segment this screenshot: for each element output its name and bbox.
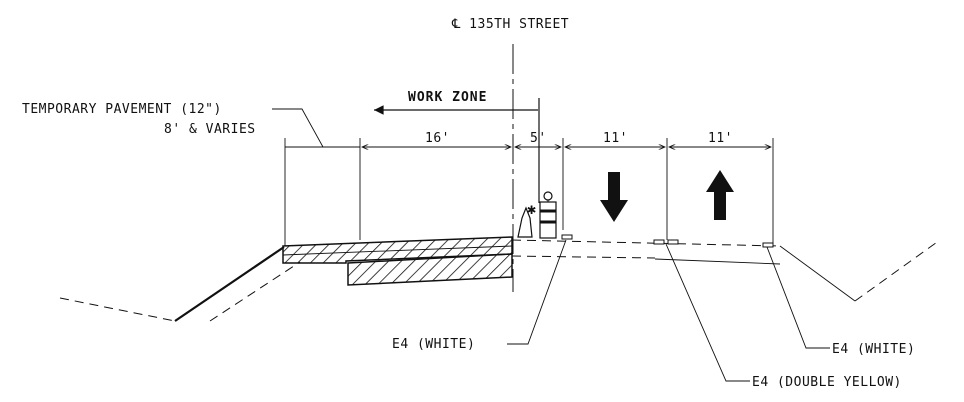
left-ground-existing <box>59 297 176 322</box>
left-slope-existing <box>209 261 301 322</box>
e4-white-right-label: E4 (WHITE) <box>832 342 915 357</box>
dim-11-right-label: 11' <box>708 131 733 146</box>
right-ground-existing <box>854 239 941 302</box>
lane-arrow-down-icon <box>600 172 628 222</box>
warning-light-icon: ✱ <box>527 200 537 218</box>
e4-double-yellow-label: E4 (DOUBLE YELLOW) <box>752 375 902 390</box>
lane-arrow-up-icon <box>706 170 734 220</box>
temp-pavement-hatch <box>282 236 513 264</box>
temp-pavement-label: TEMPORARY PAVEMENT (12") <box>22 102 222 117</box>
marking-white-left <box>561 234 573 240</box>
dim-5-label: 5' <box>530 131 547 146</box>
temp-base-hatch <box>347 253 513 286</box>
existing-surface-top <box>511 239 781 247</box>
centerline-title: ℄ 135TH STREET <box>451 17 569 32</box>
e4-white-left-label: E4 (WHITE) <box>392 337 475 352</box>
drum-icon <box>539 191 557 239</box>
temp-pavement-layer-line <box>282 245 513 256</box>
marking-white-right <box>762 242 774 248</box>
e4-white-right-leader <box>766 246 830 349</box>
existing-surface-base-right <box>654 258 781 265</box>
temp-pavement-width-label: 8' & VARIES <box>164 122 256 137</box>
barrier-icon <box>517 206 533 238</box>
e4-white-left-leader <box>507 239 567 345</box>
left-slope-solid <box>174 246 285 322</box>
marking-yellow-1 <box>653 239 665 245</box>
e4-double-yellow-leader <box>665 243 750 382</box>
existing-surface-base <box>511 255 656 259</box>
marking-yellow-2 <box>667 239 679 245</box>
work-zone-label: WORK ZONE <box>408 90 487 105</box>
temp-pavement-leader <box>272 108 324 148</box>
dim-16-label: 16' <box>425 131 450 146</box>
dim-11-left-label: 11' <box>603 131 628 146</box>
right-slope <box>779 245 856 302</box>
